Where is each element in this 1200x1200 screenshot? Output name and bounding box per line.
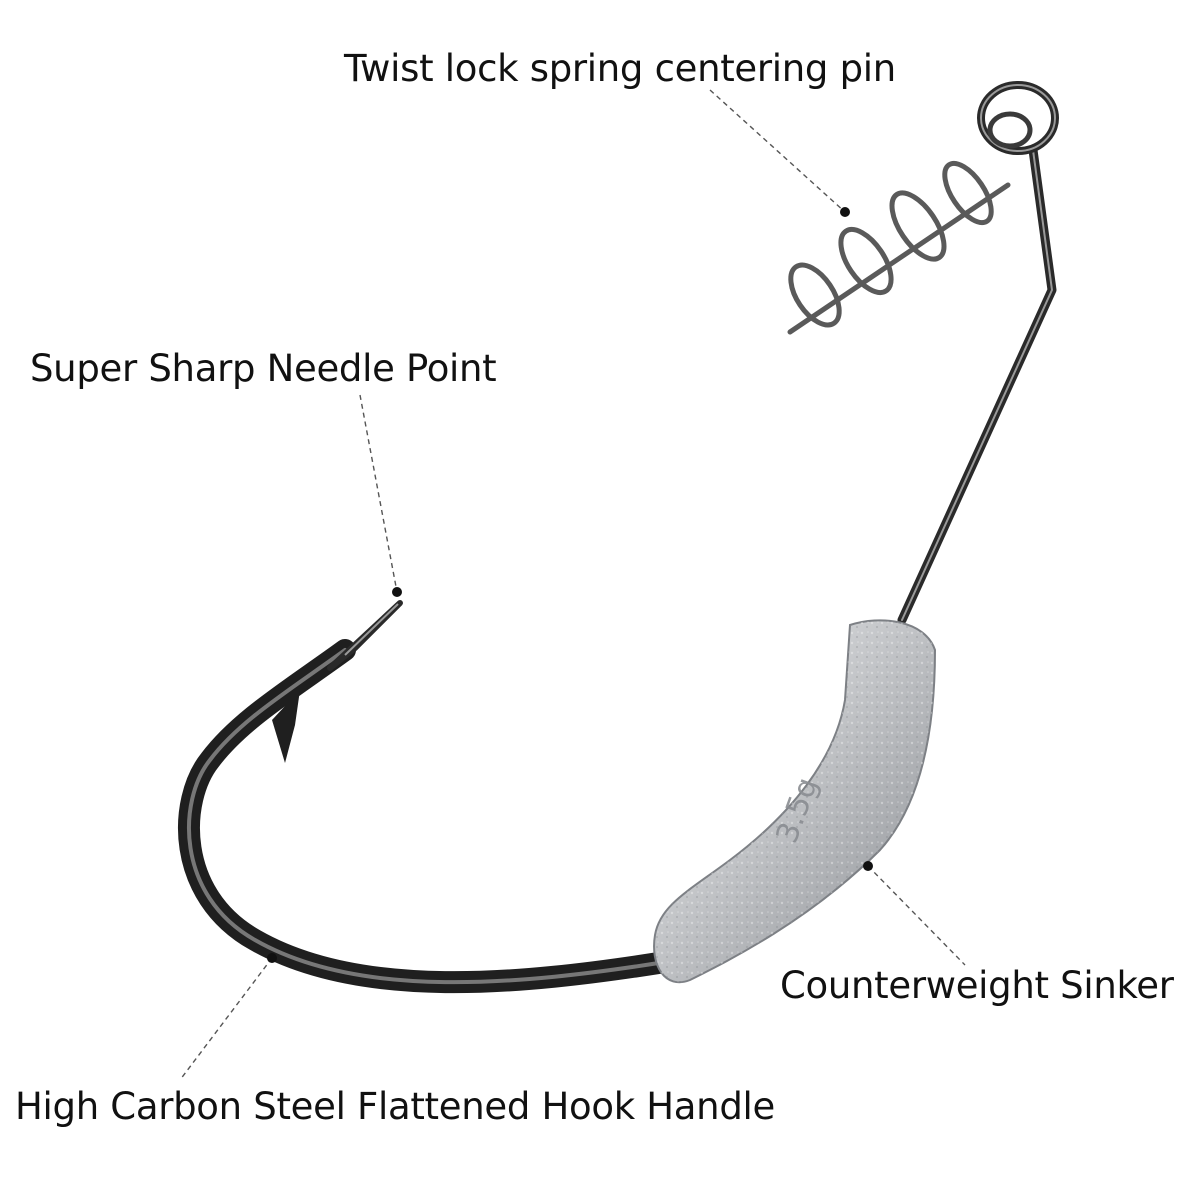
leader-dots xyxy=(267,207,873,963)
sinker-shape: 3.5g xyxy=(653,619,937,984)
dot-hook-handle xyxy=(267,953,277,963)
label-spring-pin: Twist lock spring centering pin xyxy=(344,47,896,90)
spring-coil xyxy=(787,160,1011,335)
leader-lines xyxy=(179,89,966,1081)
leader-hook-handle xyxy=(179,957,273,1081)
dot-sinker xyxy=(863,861,873,871)
leader-sinker xyxy=(867,865,966,966)
label-needle-point: Super Sharp Needle Point xyxy=(30,347,497,390)
barb-shape xyxy=(272,690,300,763)
hook-eye xyxy=(977,81,1059,155)
label-sinker: Counterweight Sinker xyxy=(780,964,1174,1007)
label-hook-handle: High Carbon Steel Flattened Hook Handle xyxy=(15,1085,775,1128)
hook-body xyxy=(178,145,1057,994)
leader-needle-point xyxy=(359,394,398,593)
hook-bend xyxy=(178,639,676,994)
dot-needle-point xyxy=(392,587,402,597)
leader-spring-pin xyxy=(709,89,846,213)
dot-spring-pin xyxy=(840,207,850,217)
